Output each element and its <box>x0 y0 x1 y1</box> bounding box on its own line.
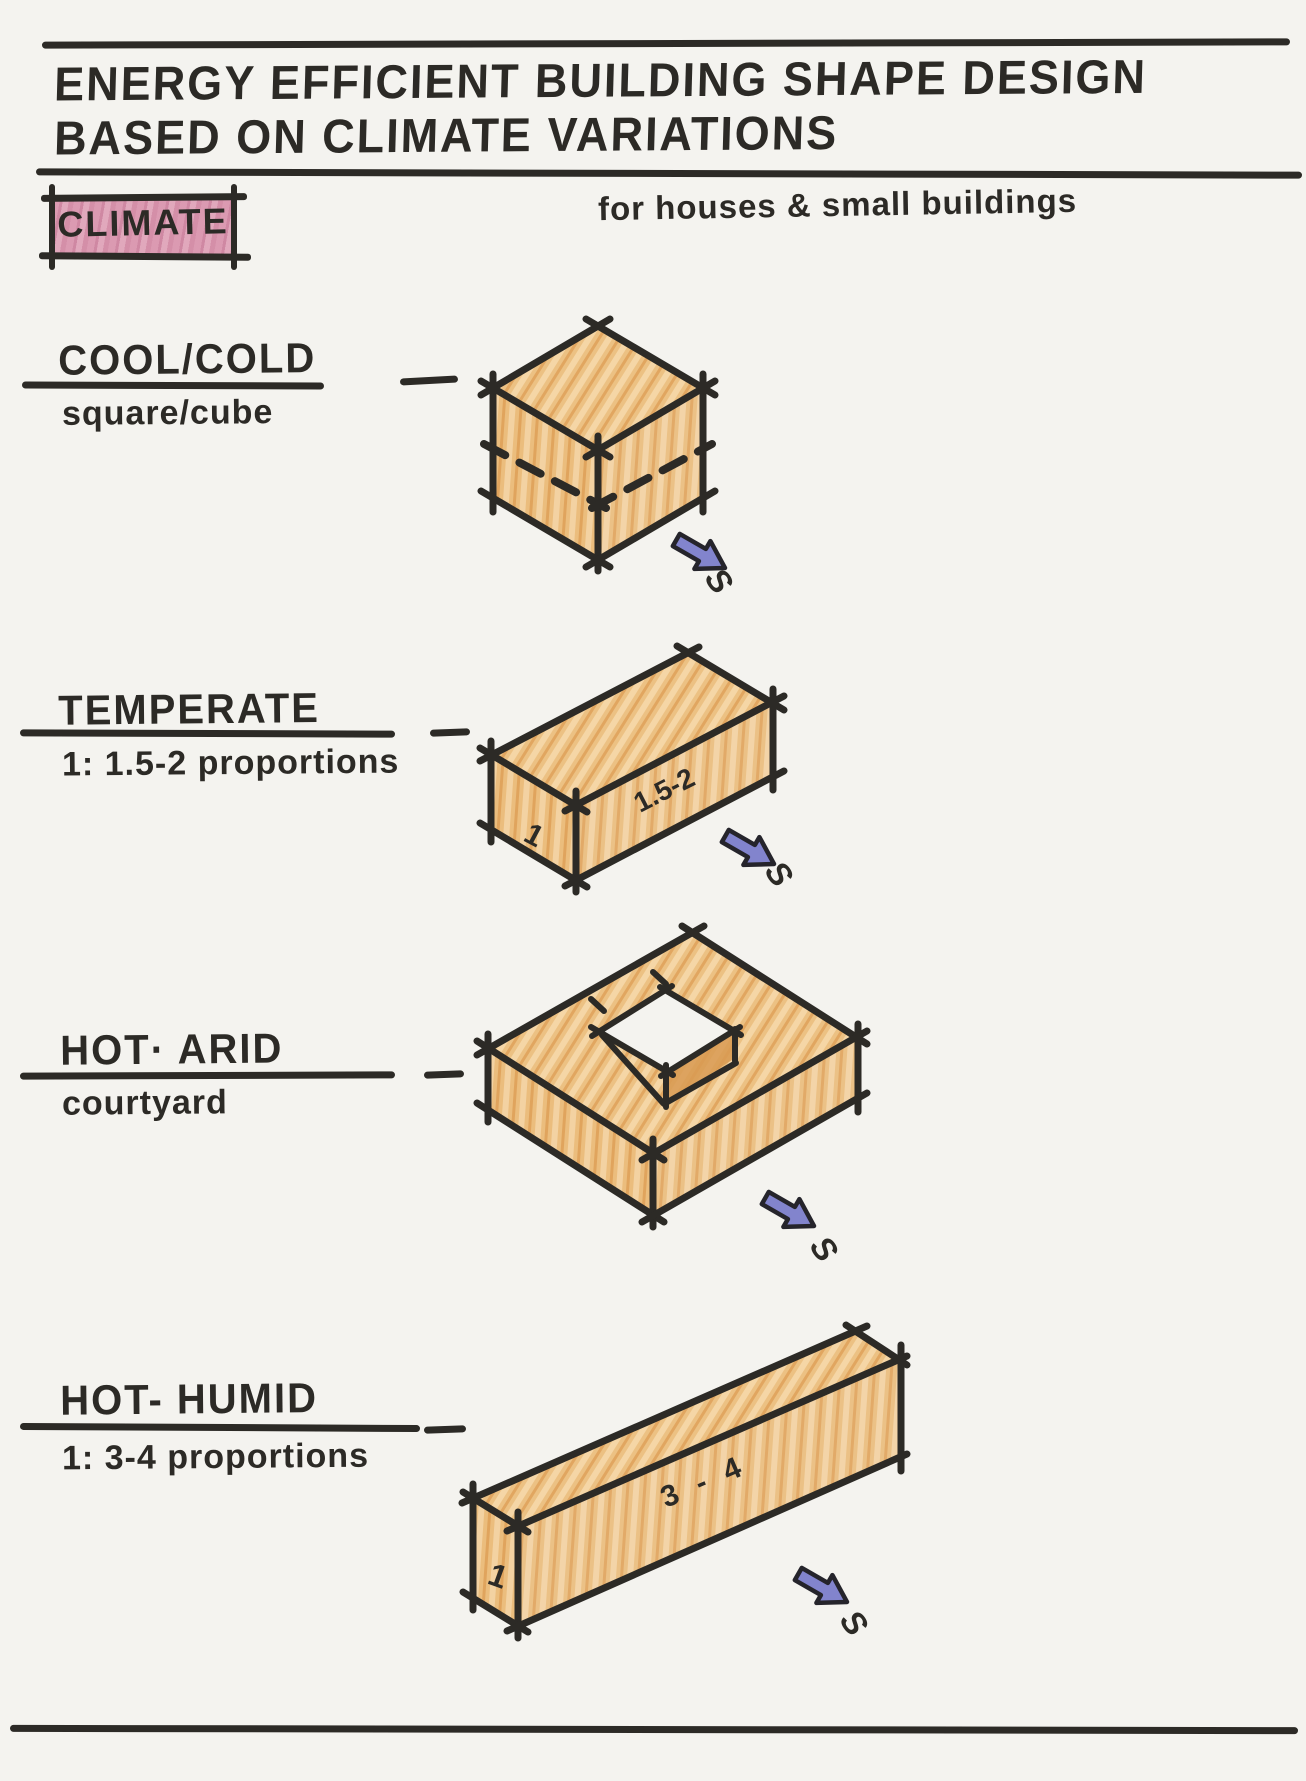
cube-drawing <box>477 315 719 575</box>
hot-humid-underline <box>19 1422 421 1433</box>
temperate-underline <box>19 729 396 738</box>
hot-arid-underline <box>19 1071 396 1080</box>
climate-box-right-tick <box>231 184 237 270</box>
south-arrow-icon <box>792 1565 850 1606</box>
divider-line-top <box>41 38 1291 49</box>
page-title-line2: BASED ON CLIMATE VARIATIONS <box>53 105 839 166</box>
courtyard-box-drawing <box>473 922 871 1231</box>
divider-line-bottom <box>9 1724 1299 1735</box>
climate-label-hot-humid: HOT- HUMID <box>60 1375 319 1425</box>
temperate-box-drawing: 1 1.5-2 <box>476 642 788 896</box>
strategy-label-temperate: 1: 1.5-2 proportions <box>61 742 400 784</box>
strategy-label-hot-humid: 1: 3-4 proportions <box>61 1436 370 1478</box>
audience-note: for houses & small buildings <box>597 181 1078 228</box>
climate-label-cool-cold: COOL/COLD <box>58 335 317 385</box>
climate-box-bottom-edge <box>38 252 252 261</box>
strategy-label-hot-arid: courtyard <box>61 1083 228 1123</box>
climate-label-temperate: TEMPERATE <box>58 685 321 735</box>
climate-legend-box: CLIMATE <box>38 184 252 270</box>
cool-cold-underline <box>21 381 325 390</box>
climate-legend-label: CLIMATE <box>56 200 230 245</box>
climate-legend-highlight <box>53 199 233 255</box>
elongated-box-drawing: 1 3 - 4 <box>458 1321 911 1642</box>
south-arrow-icon <box>759 1189 817 1230</box>
south-arrow-icon <box>719 827 777 868</box>
divider-line-middle <box>35 168 1303 179</box>
climate-box-left-tick <box>49 184 55 270</box>
strategy-label-cool-cold: square/cube <box>61 393 274 433</box>
page-title-line1: ENERGY EFFICIENT BUILDING SHAPE DESIGN <box>53 49 1148 112</box>
south-arrow-icon <box>670 531 728 572</box>
climate-label-hot-arid: HOT· ARID <box>60 1025 284 1075</box>
